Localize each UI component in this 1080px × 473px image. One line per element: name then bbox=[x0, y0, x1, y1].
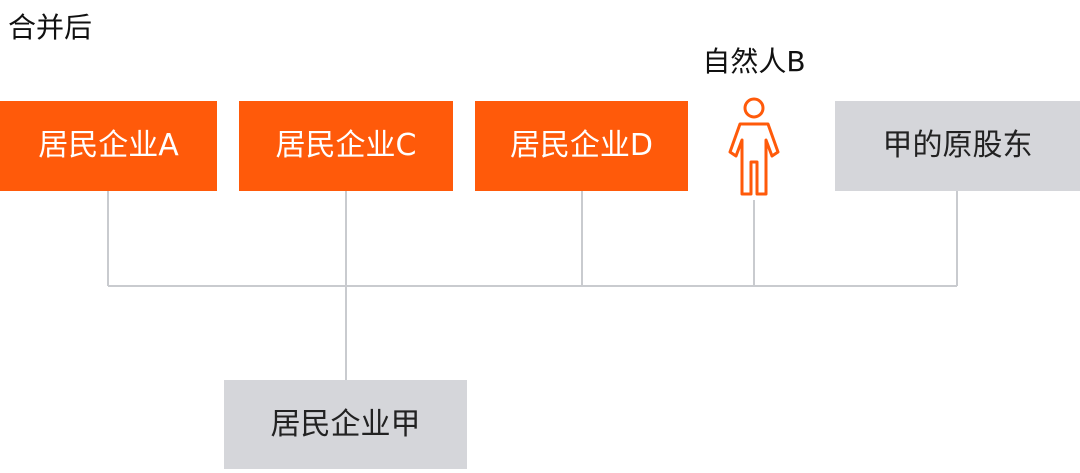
person-icon bbox=[728, 97, 780, 196]
diagram-title: 合并后 bbox=[8, 11, 93, 44]
node-enterprise-a: 居民企业A bbox=[0, 101, 217, 191]
node-original-shareholders: 甲的原股东 bbox=[835, 101, 1080, 191]
node-enterprise-jia: 居民企业甲 bbox=[224, 380, 467, 469]
node-enterprise-d: 居民企业D bbox=[475, 101, 688, 191]
node-enterprise-c: 居民企业C bbox=[239, 101, 453, 191]
natural-person-b-label: 自然人B bbox=[702, 45, 806, 78]
